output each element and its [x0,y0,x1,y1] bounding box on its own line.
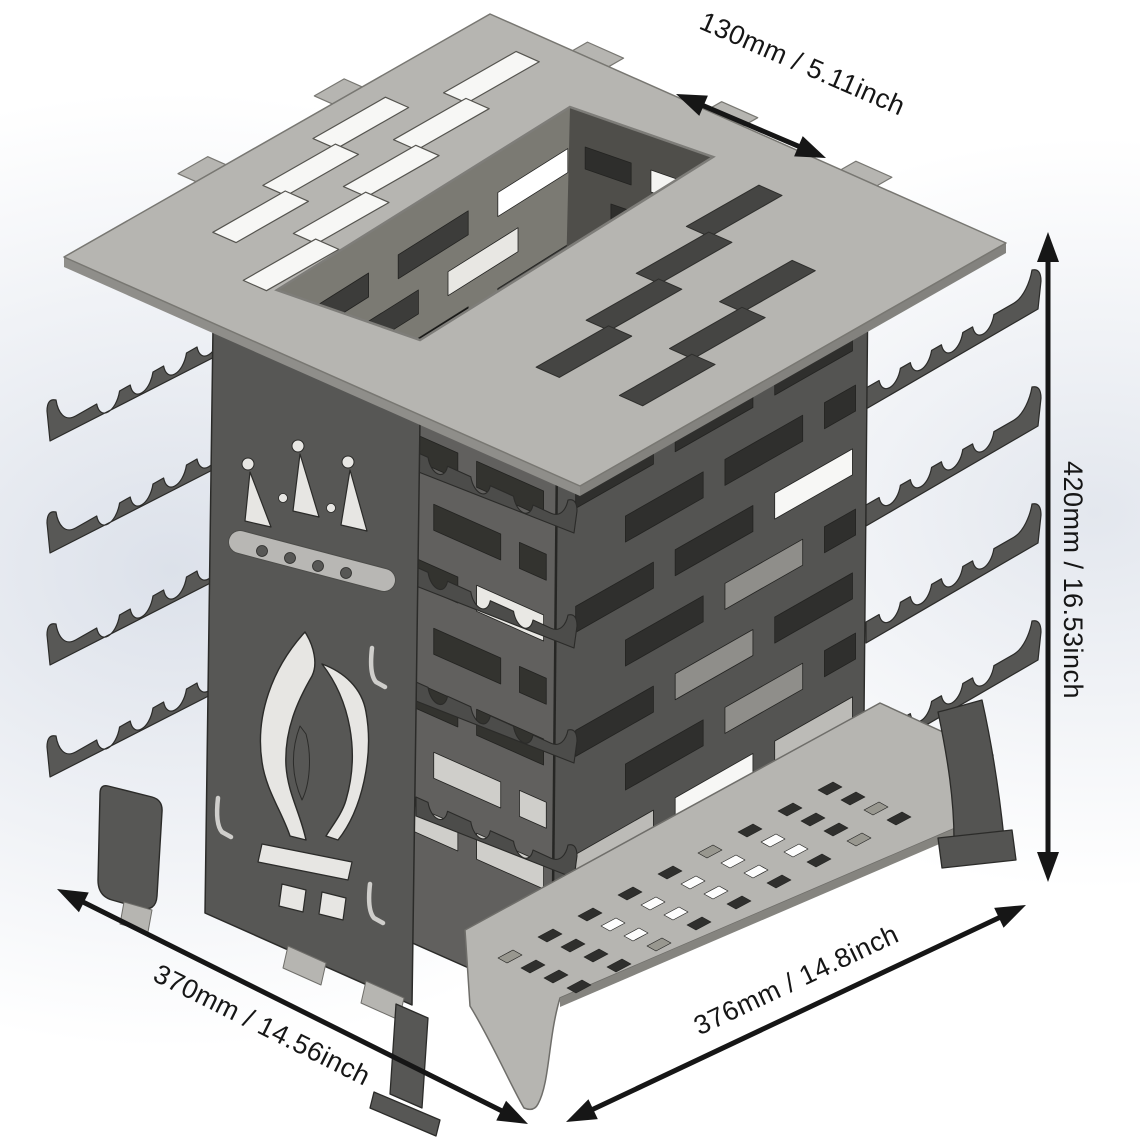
crown-cutout [228,439,396,592]
inner-comb-racks [415,451,578,879]
right-skewer-comb-racks [865,269,1042,761]
flame-cutout [257,631,370,921]
left-skewer-comb-racks [46,325,235,778]
dimension-annotations [57,94,1059,1124]
dimension-arrow-base-width [566,905,1026,1122]
front-decorative-panel [204,327,421,1021]
dimension-arrow-opening-width [676,94,826,158]
dimension-label-height: 420mm / 16.53inch [1058,461,1088,699]
dimension-label-depth: 370mm / 14.56inch [149,958,376,1091]
dimension-arrow-depth [57,889,528,1124]
ash-tray-base [464,702,994,1111]
legs-and-feet [97,699,1017,1137]
top-plate-grill [63,13,1007,496]
dimension-arrow-height [1037,232,1059,882]
